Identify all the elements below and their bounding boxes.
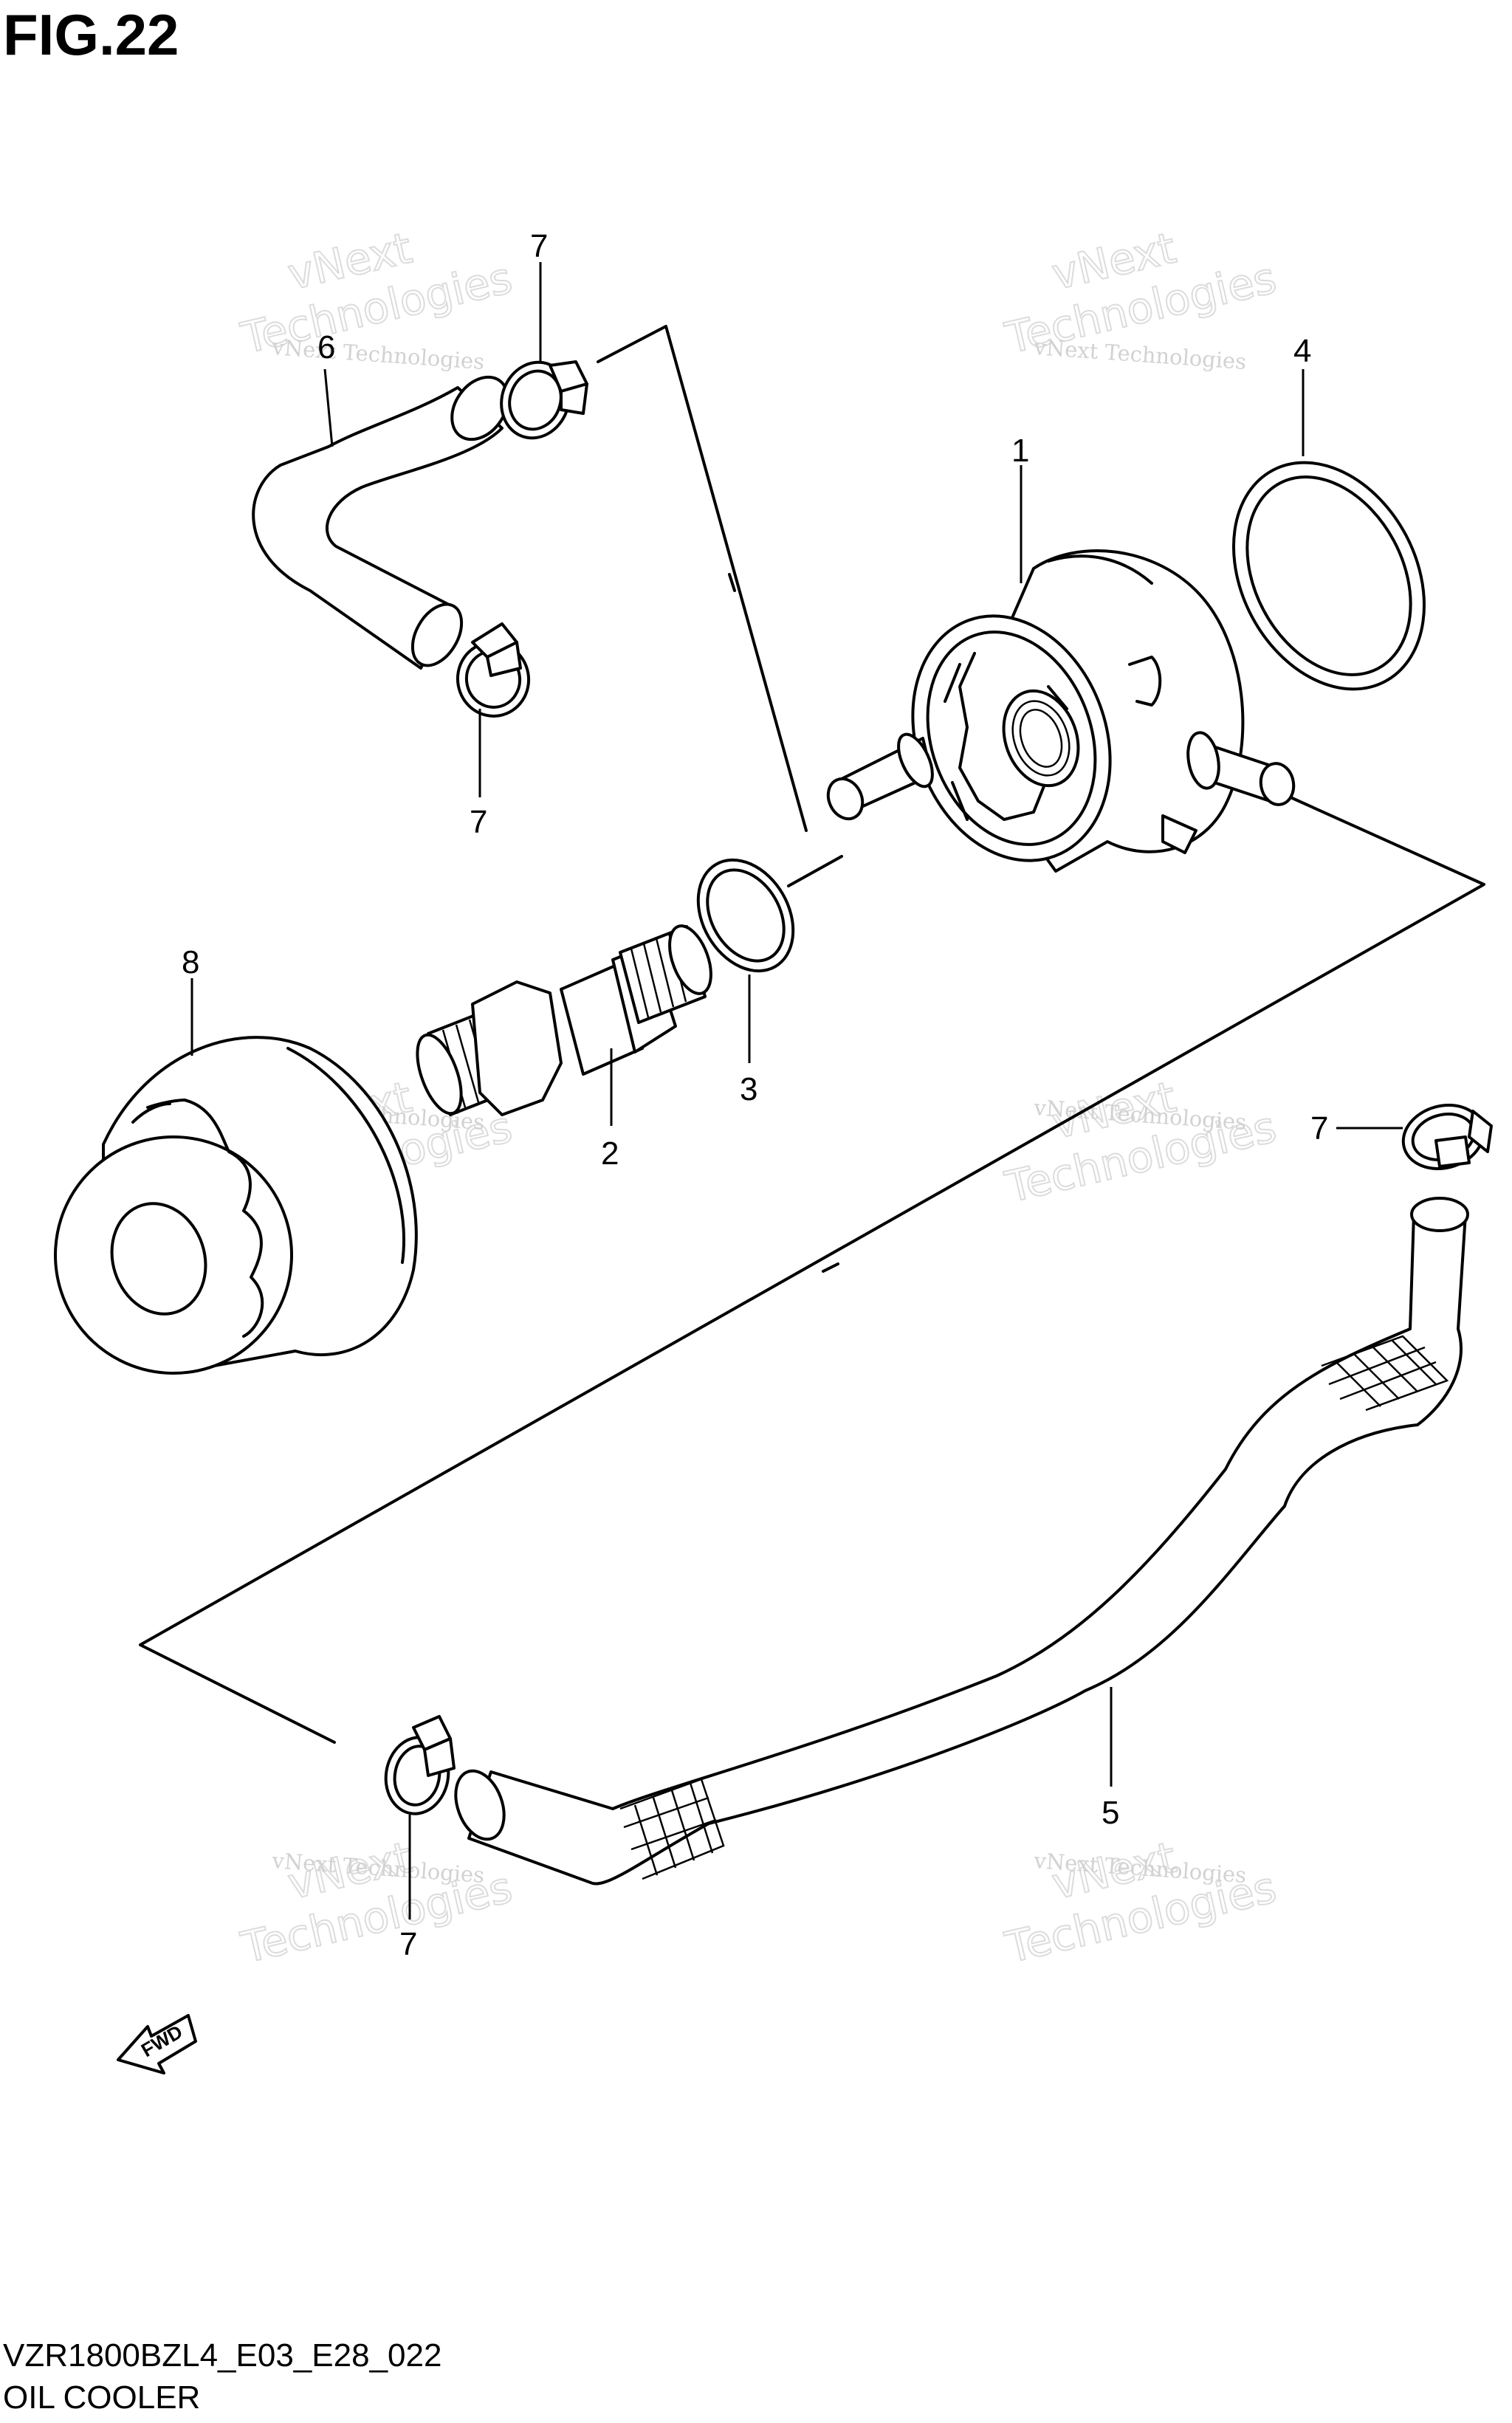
fwd-arrow-icon: FWD — [117, 2014, 197, 2075]
part-4-o-ring — [1232, 461, 1426, 691]
part-7-clamp-right — [1401, 1104, 1493, 1170]
callout-5: 5 — [1102, 1795, 1119, 1831]
figure-title: FIG.22 — [3, 2, 179, 67]
assembly-guide-lines — [139, 325, 1485, 1744]
part-5-hose — [454, 1197, 1469, 1886]
callout-7: 7 — [470, 804, 487, 840]
callout-6: 6 — [317, 329, 335, 365]
callout-1: 1 — [1011, 433, 1029, 469]
watermark-text: vNext Technologies — [1033, 334, 1248, 374]
callout-8: 8 — [182, 944, 199, 980]
part-2-union-bolt — [416, 924, 712, 1116]
callout-7: 7 — [530, 228, 548, 264]
part-7-clamp-top — [500, 360, 588, 440]
callout-3: 3 — [740, 1071, 757, 1107]
leader-lines — [190, 262, 1403, 1920]
callout-4: 4 — [1293, 333, 1311, 369]
part-6-hose — [252, 375, 509, 670]
part-7-clamp-middle — [456, 622, 531, 718]
watermark-text: vNext Technologies — [271, 334, 486, 374]
callout-7: 7 — [399, 1926, 417, 1962]
part-3-o-ring — [696, 858, 795, 973]
diagram-code: VZR1800BZL4_E03_E28_022 — [3, 2337, 441, 2374]
callout-7: 7 — [1310, 1110, 1328, 1147]
callout-numbers: 7 6 1 4 7 8 2 3 7 5 7 — [182, 228, 1328, 1962]
part-7-clamp-bottom — [384, 1715, 456, 1815]
part-8-oil-filter — [54, 1036, 418, 1375]
diagram-name: OIL COOLER — [3, 2379, 200, 2416]
callout-2: 2 — [601, 1135, 619, 1172]
part-1-oil-cooler — [826, 549, 1296, 873]
